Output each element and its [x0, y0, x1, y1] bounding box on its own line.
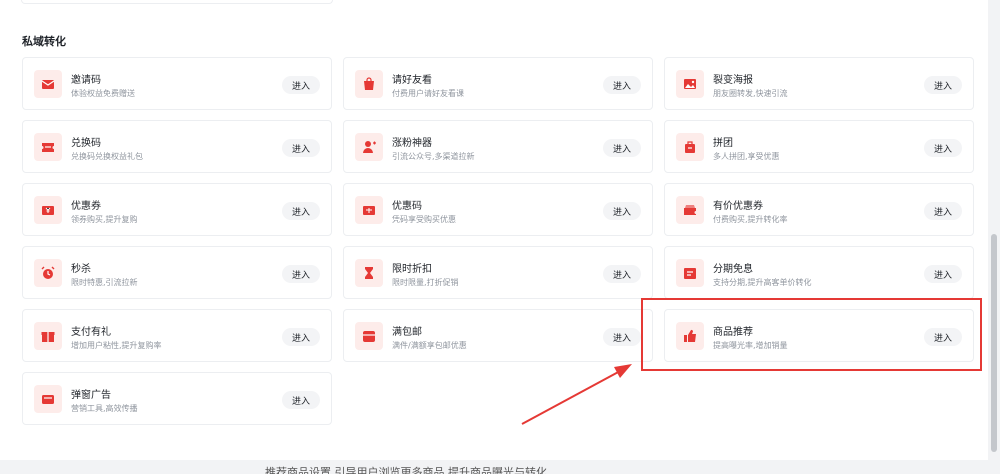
tool-card: 裂变海报朋友圈转发,快速引流 进入: [664, 57, 974, 110]
tool-name: 弹窗广告: [71, 390, 111, 401]
tool-name: 拼团: [713, 138, 733, 149]
tool-card: 商品推荐提高曝光率,增加销量 进入: [664, 309, 974, 362]
enter-button[interactable]: 进入: [282, 139, 320, 157]
tool-name: 秒杀: [71, 264, 91, 275]
coupon-code-icon: [355, 196, 383, 224]
tool-card: 请好友看付费用户请好友看课 进入: [343, 57, 653, 110]
enter-button[interactable]: 进入: [282, 76, 320, 94]
tool-description: 限时限量,打折促销: [392, 278, 459, 287]
coupon-icon: [34, 196, 62, 224]
tool-description: 引流公众号,多渠道拉新: [392, 152, 475, 161]
installment-icon: [676, 259, 704, 287]
enter-button[interactable]: 进入: [603, 139, 641, 157]
alarm-clock-icon: [34, 259, 62, 287]
thumbs-up-icon: [676, 322, 704, 350]
tool-description: 兑换码兑换权益礼包: [71, 152, 143, 161]
user-plus-icon: [355, 133, 383, 161]
tool-name: 邀请码: [71, 75, 101, 86]
tool-card: 优惠码凭码享受购买优惠 进入: [343, 183, 653, 236]
tool-card: 拼团多人拼团,享受优惠 进入: [664, 120, 974, 173]
tool-description: 营销工具,高效传播: [71, 404, 138, 413]
scroll-thumb[interactable]: [991, 234, 997, 452]
tool-name: 请好友看: [392, 75, 432, 86]
tool-name: 优惠券: [71, 201, 101, 212]
tool-description: 增加用户粘性,提升复购率: [71, 341, 162, 350]
tool-description: 多人拼团,享受优惠: [713, 152, 780, 161]
previous-card-edge: [21, 0, 333, 4]
tool-name: 分期免息: [713, 264, 753, 275]
gift-box-icon: [34, 322, 62, 350]
poster-image-icon: [676, 70, 704, 98]
enter-button[interactable]: 进入: [924, 76, 962, 94]
tool-name: 优惠码: [392, 201, 422, 212]
shipping-box-icon: [355, 322, 383, 350]
enter-button[interactable]: 进入: [924, 328, 962, 346]
tool-description: 朋友圈转发,快速引流: [713, 89, 788, 98]
tool-name: 涨粉神器: [392, 138, 432, 149]
group-bag-icon: [676, 133, 704, 161]
tool-card: 限时折扣限时限量,打折促销 进入: [343, 246, 653, 299]
tool-card: 秒杀限时特惠,引流拉新 进入: [22, 246, 332, 299]
tool-description: 满件/满额享包邮优惠: [392, 341, 467, 350]
enter-button[interactable]: 进入: [924, 202, 962, 220]
enter-button[interactable]: 进入: [603, 328, 641, 346]
enter-button[interactable]: 进入: [282, 265, 320, 283]
gift-bag-icon: [355, 70, 383, 98]
tool-description: 付费用户请好友看课: [392, 89, 464, 98]
tool-name: 兑换码: [71, 138, 101, 149]
tool-name: 支付有礼: [71, 327, 111, 338]
scrollbar[interactable]: [988, 0, 1000, 474]
enter-button[interactable]: 进入: [603, 76, 641, 94]
envelope-icon: [34, 70, 62, 98]
tool-card: 弹窗广告营销工具,高效传播 进入: [22, 372, 332, 425]
highlight-box: [641, 298, 982, 371]
tool-name: 裂变海报: [713, 75, 753, 86]
tool-description: 付费购买,提升转化率: [713, 215, 788, 224]
tool-description: 凭码享受购买优惠: [392, 215, 456, 224]
paid-coupon-icon: [676, 196, 704, 224]
tool-card: 支付有礼增加用户粘性,提升复购率 进入: [22, 309, 332, 362]
tool-description: 体验权益免费赠送: [71, 89, 135, 98]
tool-card: 邀请码体验权益免费赠送 进入: [22, 57, 332, 110]
section-title: 私域转化: [22, 35, 66, 48]
tool-name: 满包邮: [392, 327, 422, 338]
ticket-icon: [34, 133, 62, 161]
enter-button[interactable]: 进入: [603, 265, 641, 283]
bottom-caption: 推荐商品设置,引导用户浏览更多商品,提升商品曝光与转化: [265, 466, 547, 474]
tool-card: 满包邮满件/满额享包邮优惠 进入: [343, 309, 653, 362]
enter-button[interactable]: 进入: [282, 391, 320, 409]
tool-name: 限时折扣: [392, 264, 432, 275]
enter-button[interactable]: 进入: [282, 202, 320, 220]
enter-button[interactable]: 进入: [603, 202, 641, 220]
tool-card: 兑换码兑换码兑换权益礼包 进入: [22, 120, 332, 173]
tool-card: 涨粉神器引流公众号,多渠道拉新 进入: [343, 120, 653, 173]
tool-name: 有价优惠券: [713, 201, 763, 212]
tool-name: 商品推荐: [713, 327, 753, 338]
tool-card: 有价优惠券付费购买,提升转化率 进入: [664, 183, 974, 236]
enter-button[interactable]: 进入: [924, 139, 962, 157]
tool-description: 限时特惠,引流拉新: [71, 278, 138, 287]
tool-card: 分期免息支持分期,提升高客单价转化 进入: [664, 246, 974, 299]
tool-description: 领券购买,提升复购: [71, 215, 138, 224]
enter-button[interactable]: 进入: [924, 265, 962, 283]
tool-card: 优惠券领券购买,提升复购 进入: [22, 183, 332, 236]
tool-description: 提高曝光率,增加销量: [713, 341, 788, 350]
tool-description: 支持分期,提升高客单价转化: [713, 278, 812, 287]
hourglass-icon: [355, 259, 383, 287]
enter-button[interactable]: 进入: [282, 328, 320, 346]
popup-ad-icon: [34, 385, 62, 413]
content-panel: 私域转化 邀请码体验权益免费赠送进入请好友看付费用户请好友看课进入裂变海报朋友圈…: [0, 0, 988, 460]
